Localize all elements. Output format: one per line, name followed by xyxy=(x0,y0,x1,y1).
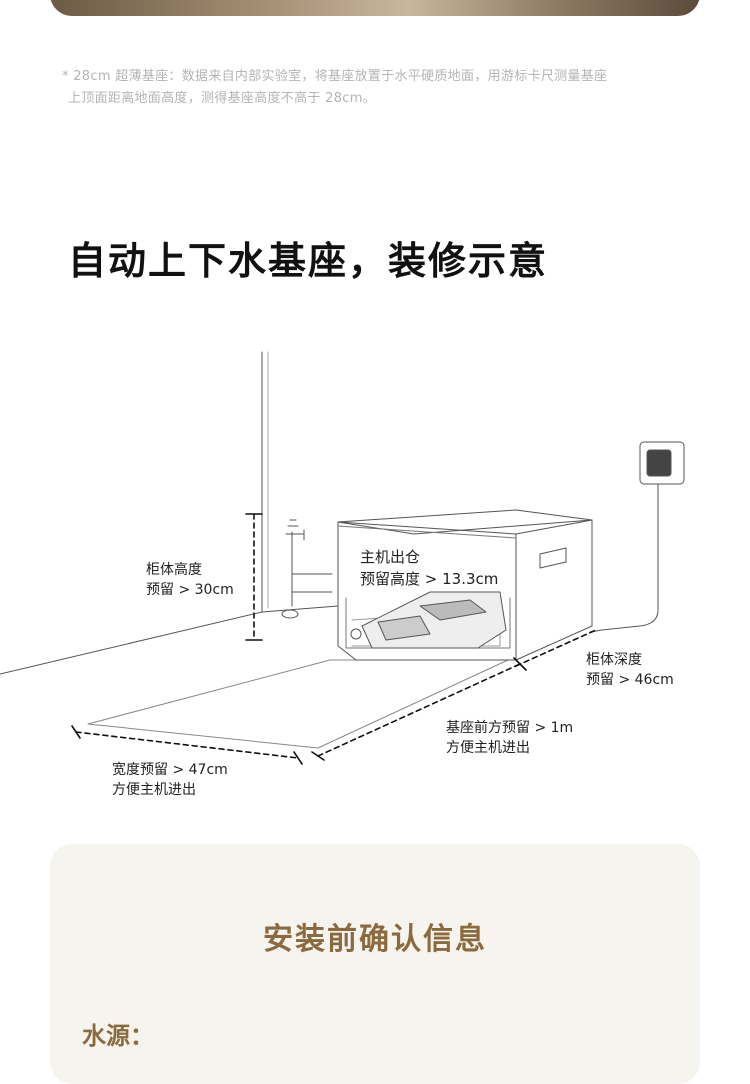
cabinet-depth-label-line2: 预留 > 46cm xyxy=(586,672,674,688)
footnote-line-2: 上顶面距离地面高度，测得基座高度不高于 28cm。 xyxy=(68,91,376,106)
footnote-line-1: * 28cm 超薄基座：数据来自内部实验室，将基座放置于水平硬质地面，用游标卡尺… xyxy=(62,69,608,84)
power-cord xyxy=(589,483,659,633)
cabinet-height-label: 柜体高度 预留 > 30cm xyxy=(146,560,234,600)
cabinet-height-label-line1: 柜体高度 xyxy=(146,562,202,578)
floor-right-line xyxy=(261,605,339,613)
installation-diagram xyxy=(0,351,685,765)
water-source-label: 水源： xyxy=(82,1022,154,1050)
width-space-label-line2: 方便主机进出 xyxy=(112,782,196,798)
width-space-label: 宽度预留 > 47cm 方便主机进出 xyxy=(112,760,228,800)
top-banner-image xyxy=(50,0,700,16)
floor-drain xyxy=(281,609,299,619)
cabinet-front xyxy=(337,521,517,661)
faucet-pipe xyxy=(285,519,333,607)
cabinet-side xyxy=(515,519,593,661)
host-exit-label-line1: 主机出仓 xyxy=(360,548,421,566)
wall-outlet xyxy=(639,441,685,485)
section-title: 自动上下水基座，装修示意 xyxy=(68,239,549,283)
depth-dimension-line xyxy=(515,629,597,667)
cabinet-height-label-line2: 预留 > 30cm xyxy=(146,582,234,598)
footnote: * 28cm 超薄基座：数据来自内部实验室，将基座放置于水平硬质地面，用游标卡尺… xyxy=(62,66,702,110)
front-dimension-line xyxy=(317,663,521,757)
width-dimension-line xyxy=(75,731,299,759)
front-space-label-line2: 方便主机进出 xyxy=(446,740,530,756)
front-space-label: 基座前方预留 > 1m 方便主机进出 xyxy=(446,718,573,758)
install-info-card: 安装前确认信息 水源： xyxy=(50,844,700,1084)
cabinet-handle xyxy=(539,547,567,569)
cabinet-depth-label-line1: 柜体深度 xyxy=(586,652,642,668)
front-space-label-line1: 基座前方预留 > 1m xyxy=(446,720,574,736)
floor-left-line xyxy=(0,611,263,675)
info-card-title: 安装前确认信息 xyxy=(263,922,487,957)
base-station xyxy=(361,591,507,649)
cabinet-depth-label: 柜体深度 预留 > 46cm xyxy=(586,650,674,690)
floor-area-outline xyxy=(87,659,509,749)
host-exit-label: 主机出仓 预留高度 > 13.3cm xyxy=(360,546,498,590)
width-space-label-line1: 宽度预留 > 47cm xyxy=(112,762,228,778)
host-exit-label-line2: 预留高度 > 13.3cm xyxy=(360,570,499,588)
